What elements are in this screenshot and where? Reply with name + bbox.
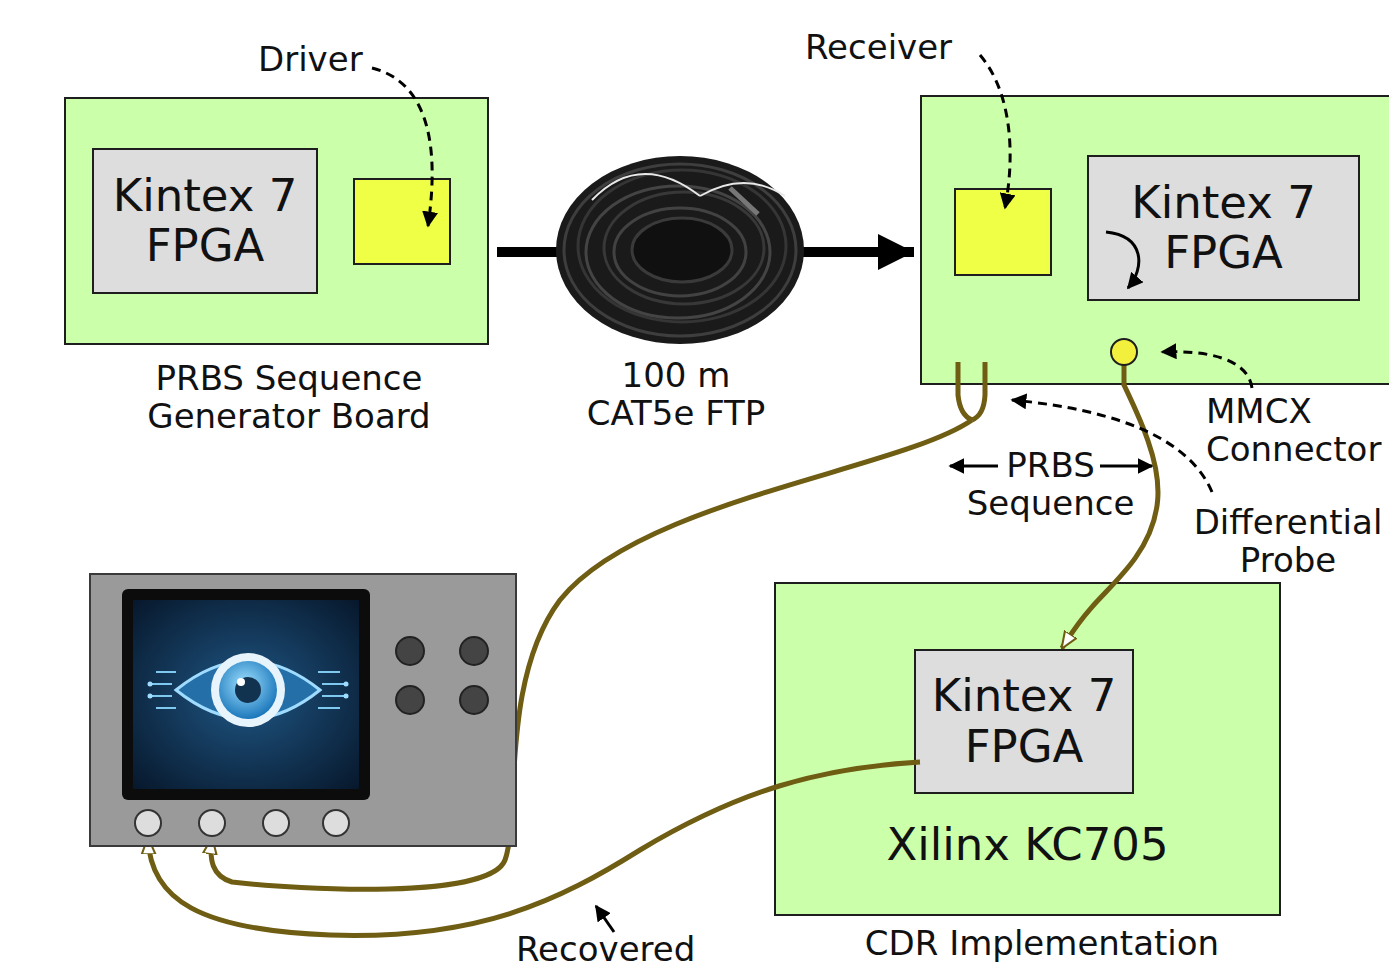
board-caption: CDR Implementation — [812, 924, 1272, 962]
circuit-dot — [344, 682, 349, 687]
circuit-dot — [148, 694, 153, 699]
eye-highlight — [237, 678, 245, 686]
leader-line — [1162, 352, 1252, 388]
probe-wire — [972, 362, 985, 420]
screen — [133, 600, 359, 789]
circuit-dot — [344, 694, 349, 699]
cable-turn — [614, 208, 746, 296]
pointer-arrow — [950, 465, 998, 468]
scope-knob — [460, 686, 488, 714]
board-name: Xilinx KC705 — [776, 820, 1279, 870]
signal-label: PRBS Sequence — [963, 446, 1138, 522]
signal-label: Recovered — [516, 930, 716, 968]
scope-input — [135, 810, 161, 836]
fpga-chip: Kintex 7 FPGA — [914, 649, 1134, 794]
chip-label: Kintex 7 FPGA — [94, 171, 316, 272]
board-caption: PRBS Sequence Generator Board — [129, 359, 449, 435]
chip-label: Kintex 7 FPGA — [1089, 178, 1358, 279]
cable-core — [632, 218, 732, 282]
cable-turn — [586, 186, 770, 318]
circuit-board: Kintex 7 FPGAXilinx KC705CDR Implementat… — [774, 582, 1281, 916]
leader-line — [980, 55, 1010, 208]
cable-label: 100 m CAT5e FTP — [581, 356, 771, 432]
cable-plug — [730, 188, 758, 214]
cable-tie — [700, 183, 785, 196]
scope-knob — [396, 686, 424, 714]
screen-bezel — [122, 589, 370, 800]
callout-label: Receiver — [805, 28, 980, 66]
scope-input — [323, 810, 349, 836]
scope-input — [263, 810, 289, 836]
fpga-chip: Kintex 7 FPGA — [1087, 155, 1360, 301]
cable-turn — [564, 164, 796, 336]
probe-wire — [1122, 364, 1127, 386]
receiver-chip — [955, 189, 1051, 275]
pointer-arrow — [596, 906, 614, 932]
driver-chip — [354, 179, 450, 264]
eye-pupil — [235, 677, 261, 703]
scope-knob — [396, 637, 424, 665]
eye-iris — [219, 661, 277, 719]
chip-label: Kintex 7 FPGA — [916, 671, 1132, 772]
callout-label: Driver — [258, 40, 398, 78]
callout-label: Differential Probe — [1192, 503, 1384, 579]
fpga-chip: Kintex 7 FPGA — [92, 148, 318, 294]
loop-arrow — [1106, 232, 1139, 288]
scope-input — [199, 810, 225, 836]
cable-turn — [604, 192, 764, 304]
cable-coil — [556, 156, 804, 344]
eye-icon — [176, 661, 320, 719]
cable-turn — [578, 170, 786, 322]
probe-wire — [958, 362, 972, 420]
cable-tie — [592, 174, 700, 200]
oscilloscope-body — [90, 574, 516, 846]
pointer-arrow — [1100, 465, 1152, 468]
scope-knob — [460, 637, 488, 665]
eye-ring — [211, 653, 285, 727]
callout-label: MMCX Connector — [1206, 392, 1386, 468]
leader-line — [372, 68, 432, 226]
circuit-dot — [148, 682, 153, 687]
mmcx-connector — [1111, 339, 1137, 365]
